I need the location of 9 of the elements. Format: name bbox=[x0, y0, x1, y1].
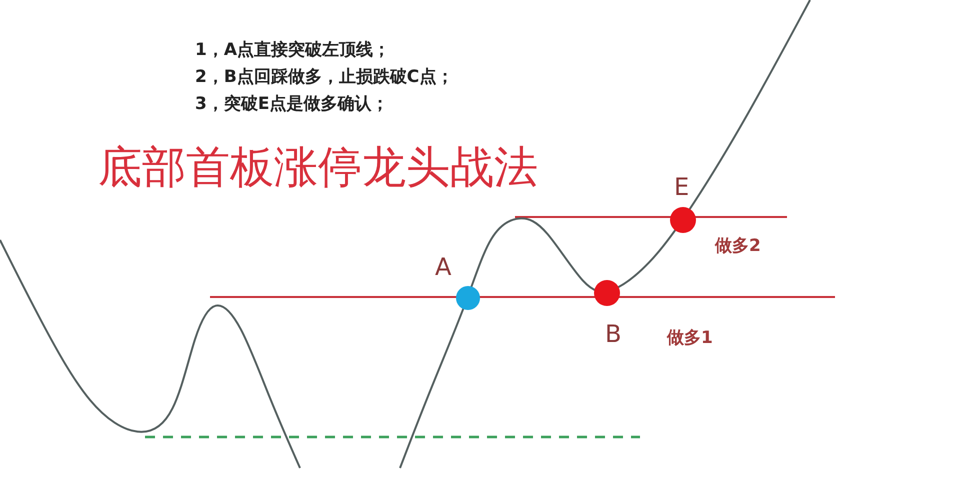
title: 底部首板涨停龙头战法 bbox=[98, 142, 538, 194]
note-text: 2，B点回踩做多，止损跌破C点； bbox=[195, 67, 454, 87]
buy-label: 做多1 bbox=[667, 328, 713, 348]
note-text: 1，A点直接突破左顶线； bbox=[195, 40, 390, 60]
point-label: B bbox=[605, 321, 622, 347]
point-label: A bbox=[435, 254, 452, 280]
note-text: 3，突破E点是做多确认； bbox=[195, 94, 388, 114]
point-label: E bbox=[674, 174, 690, 200]
buy-label: 做多2 bbox=[715, 236, 761, 256]
